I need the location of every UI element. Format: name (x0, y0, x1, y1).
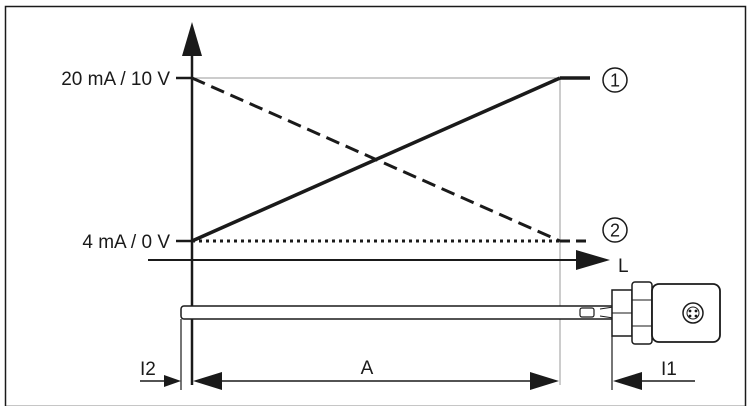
high-level-label: 20 mA / 10 V (61, 69, 170, 90)
a-label: A (361, 358, 374, 379)
connector-icon (682, 302, 704, 324)
y-axis-arrow-icon (182, 22, 202, 56)
a-right-arrow-icon (530, 372, 559, 390)
a-left-arrow-icon (193, 372, 222, 390)
hex-nut (631, 281, 653, 345)
curve-2-falling-line (191, 76, 561, 243)
probe-rod (180, 305, 622, 320)
sensor-probe (180, 305, 622, 320)
outer-frame (4, 5, 747, 408)
i1-label: I1 (661, 359, 677, 380)
probe-slot (579, 307, 595, 318)
connector-pin (694, 309, 698, 313)
curve-1-marker-label: 1 (610, 71, 620, 91)
connector-pin (694, 314, 698, 318)
x-axis-arrow-icon (576, 250, 610, 270)
curve-1-marker (602, 67, 628, 93)
curve-2-marker-label: 2 (610, 221, 620, 241)
curve-2-marker (602, 217, 628, 243)
i1-arrow-icon (613, 372, 642, 390)
i2-label: I2 (140, 359, 156, 380)
connector-pin (688, 314, 692, 318)
connector-pin (688, 309, 692, 313)
low-level-label: 4 mA / 0 V (82, 232, 170, 253)
i2-arrow-icon (164, 375, 181, 387)
sensor-housing (611, 281, 721, 345)
x-axis-label: L (618, 256, 629, 277)
connector-inner-ring (686, 306, 700, 320)
